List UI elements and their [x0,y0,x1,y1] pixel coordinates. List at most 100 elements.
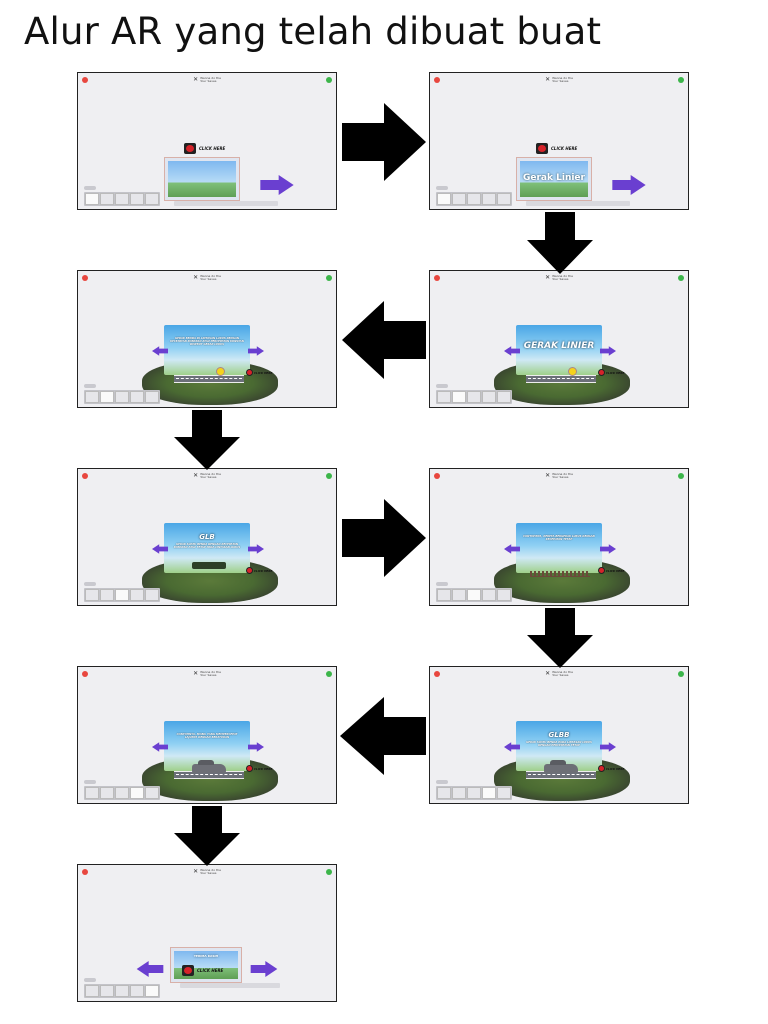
click-here-button[interactable]: CLICK HERE [598,369,624,376]
red-button-icon[interactable] [182,965,194,976]
red-button-icon[interactable] [598,369,605,376]
thumbnail-4[interactable] [482,193,496,205]
click-here-button[interactable]: CLICK HERE [598,765,624,772]
click-here-button[interactable]: CLICK HERE [246,765,272,772]
thumbnail-4[interactable] [130,985,144,997]
thumbnail-1[interactable] [437,589,451,601]
close-icon[interactable] [82,473,88,479]
thumbnail-3[interactable] [467,391,481,403]
thumbnail-3[interactable] [115,787,129,799]
next-arrow-button[interactable] [600,346,616,356]
thumbnail-4[interactable] [130,589,144,601]
prev-arrow-button[interactable] [504,346,520,356]
close-icon[interactable] [434,671,440,677]
red-button-icon[interactable] [246,765,253,772]
thumbnail-1[interactable] [85,787,99,799]
click-here-button[interactable]: CLICK HERE [184,143,225,154]
thumbnail-5[interactable] [497,787,511,799]
thumbnail-3[interactable] [467,787,481,799]
red-button-icon[interactable] [536,143,548,154]
click-here-button[interactable]: CLICK HERE [536,143,577,154]
thumbnail-2[interactable] [100,985,114,997]
thumbnail-5[interactable] [145,589,159,601]
thumbnail-1[interactable] [437,193,451,205]
thumbnail-4[interactable] [130,787,144,799]
close-icon[interactable] [82,671,88,677]
thumbnail-5[interactable] [145,193,159,205]
thumbnail-2[interactable] [452,391,466,403]
thumbnail-1[interactable] [437,787,451,799]
close-icon[interactable] [82,77,88,83]
red-button-icon[interactable] [184,143,196,154]
thumbnail-1[interactable] [437,391,451,403]
thumbnail-2[interactable] [452,589,466,601]
mode-tag[interactable] [436,186,448,190]
red-button-icon[interactable] [598,567,605,574]
thumbnail-1[interactable] [85,391,99,403]
next-arrow-button[interactable] [600,544,616,554]
prev-arrow-button[interactable] [152,346,168,356]
check-icon[interactable] [326,671,332,677]
prev-arrow-button[interactable] [504,544,520,554]
close-icon[interactable] [434,275,440,281]
mode-tag[interactable] [84,978,96,982]
mode-tag[interactable] [84,186,96,190]
thumbnail-2[interactable] [100,391,114,403]
thumbnail-3[interactable] [115,391,129,403]
thumbnail-5[interactable] [145,985,159,997]
red-button-icon[interactable] [246,567,253,574]
check-icon[interactable] [326,77,332,83]
click-here-button[interactable]: CLICK HERE [182,965,223,976]
next-arrow-button[interactable] [600,742,616,752]
mode-tag[interactable] [436,582,448,586]
thumbnail-5[interactable] [497,391,511,403]
thumbnail-2[interactable] [100,787,114,799]
next-arrow-button[interactable] [612,175,646,195]
thumbnail-4[interactable] [130,193,144,205]
thumbnail-4[interactable] [130,391,144,403]
thumbnail-5[interactable] [497,589,511,601]
mode-tag[interactable] [436,384,448,388]
thumbnail-5[interactable] [497,193,511,205]
check-icon[interactable] [678,671,684,677]
thumbnail-2[interactable] [452,193,466,205]
check-icon[interactable] [326,473,332,479]
thumbnail-3[interactable] [115,589,129,601]
prev-arrow-button[interactable] [136,961,164,977]
click-here-button[interactable]: CLICK HERE [246,369,272,376]
thumbnail-5[interactable] [145,391,159,403]
next-arrow-button[interactable] [250,961,278,977]
red-button-icon[interactable] [246,369,253,376]
mode-tag[interactable] [84,582,96,586]
prev-arrow-button[interactable] [504,742,520,752]
next-arrow-button[interactable] [248,544,264,554]
mode-tag[interactable] [84,780,96,784]
thumbnail-2[interactable] [452,787,466,799]
thumbnail-1[interactable] [85,193,99,205]
prev-arrow-button[interactable] [152,544,168,554]
thumbnail-4[interactable] [482,787,496,799]
close-icon[interactable] [82,275,88,281]
next-arrow-button[interactable] [260,175,294,195]
check-icon[interactable] [678,275,684,281]
thumbnail-2[interactable] [100,589,114,601]
thumbnail-1[interactable] [85,589,99,601]
red-button-icon[interactable] [598,765,605,772]
click-here-button[interactable]: CLICK HERE [246,567,272,574]
check-icon[interactable] [678,77,684,83]
thumbnail-3[interactable] [467,589,481,601]
thumbnail-3[interactable] [115,193,129,205]
click-here-button[interactable]: CLICK HERE [598,567,624,574]
thumbnail-2[interactable] [100,193,114,205]
next-arrow-button[interactable] [248,742,264,752]
check-icon[interactable] [678,473,684,479]
prev-arrow-button[interactable] [152,742,168,752]
thumbnail-1[interactable] [85,985,99,997]
thumbnail-3[interactable] [467,193,481,205]
close-icon[interactable] [434,77,440,83]
thumbnail-3[interactable] [115,985,129,997]
mode-tag[interactable] [84,384,96,388]
next-arrow-button[interactable] [248,346,264,356]
check-icon[interactable] [326,869,332,875]
thumbnail-4[interactable] [482,589,496,601]
